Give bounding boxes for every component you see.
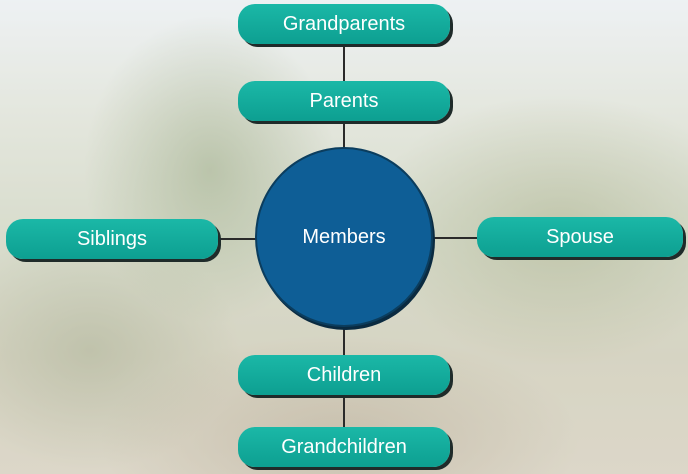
node-spouse-label: Spouse xyxy=(546,225,614,248)
node-grandchildren: Grandchildren xyxy=(238,427,450,467)
node-siblings-label: Siblings xyxy=(76,227,148,250)
node-siblings: Siblings xyxy=(6,219,218,259)
node-parents: Parents xyxy=(238,81,450,121)
center-node-members: Members xyxy=(255,147,433,327)
node-spouse: Spouse xyxy=(477,217,683,257)
node-parents-label: Parents xyxy=(309,89,379,112)
node-grandchildren-label: Grandchildren xyxy=(281,435,407,458)
center-node-label: Members xyxy=(302,225,386,248)
node-children-label: Children xyxy=(306,363,382,386)
node-grandparents: Grandparents xyxy=(238,4,450,44)
node-children: Children xyxy=(238,355,450,395)
node-grandparents-label: Grandparents xyxy=(282,12,406,35)
